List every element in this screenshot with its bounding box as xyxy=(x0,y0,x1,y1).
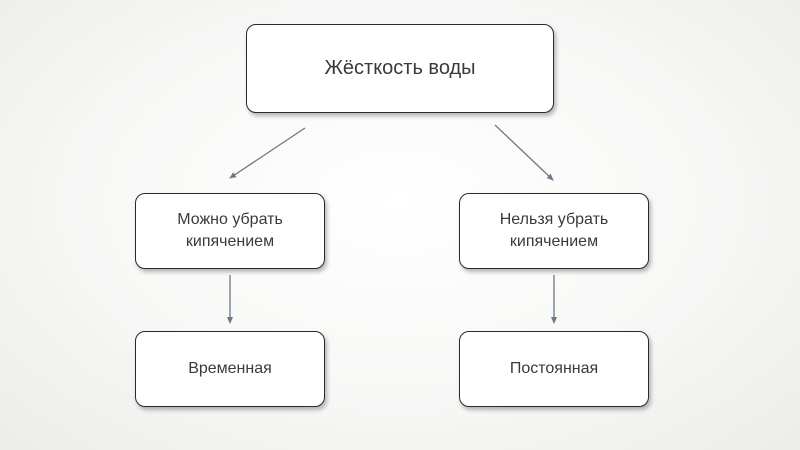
right-result-node: Постоянная xyxy=(459,331,649,407)
left-condition-node: Можно убрать кипячением xyxy=(135,193,325,269)
root-node: Жёсткость воды xyxy=(246,24,554,113)
left-result-node: Временная xyxy=(135,331,325,407)
root-label: Жёсткость воды xyxy=(324,57,476,79)
right-result-label: Постоянная xyxy=(509,360,599,378)
arrow-root-to-left xyxy=(229,127,306,179)
right-condition-node: Нельзя убрать кипячением xyxy=(459,193,649,269)
left-condition-label: Можно убрать кипячением xyxy=(177,211,283,250)
arrow-root-to-right xyxy=(494,124,554,181)
right-condition-label: Нельзя убрать кипячением xyxy=(499,211,609,250)
left-result-label: Временная xyxy=(188,360,272,378)
